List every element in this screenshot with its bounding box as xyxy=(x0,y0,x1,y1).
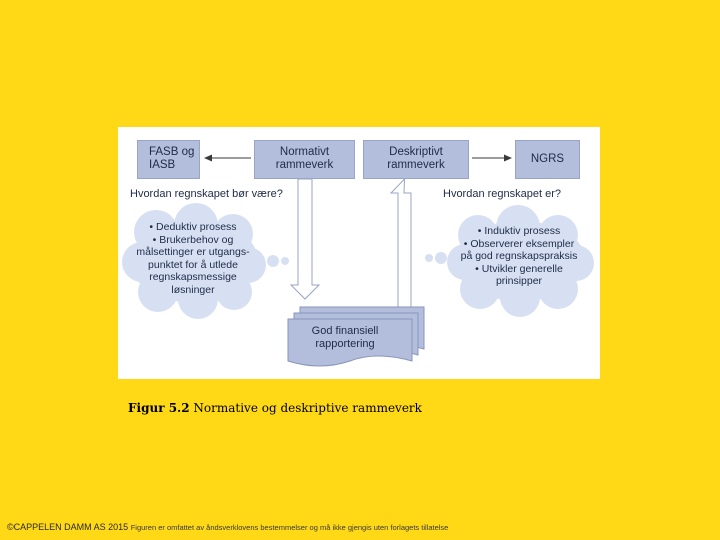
cloud-right-text: • Induktiv prosess • Observerer eksemple… xyxy=(446,225,592,288)
box-fasb-line2: IASB xyxy=(149,159,176,171)
box-deskriptivt-rammeverk: Deskriptivt rammeverk xyxy=(363,140,469,179)
report-label: God finansiell rapportering xyxy=(294,325,396,351)
cloud-right-line: på god regnskapspraksis xyxy=(460,250,578,263)
copyright-footer: ©CAPPELEN DAMM AS 2015 Figuren er omfatt… xyxy=(7,522,448,532)
cloud-right-line: • Observerer eksempler xyxy=(463,237,575,250)
cloud-left-line: • Brukerbehov og xyxy=(152,233,234,246)
cloud-right-line: • Induktiv prosess xyxy=(477,225,561,237)
footer-notice: Figuren er omfattet av åndsverklovens be… xyxy=(130,523,449,532)
question-descriptive: Hvordan regnskapet er? xyxy=(443,188,562,200)
figure-caption: Figur 5.2 Normative og deskriptive ramme… xyxy=(128,401,422,415)
arrow-deskriptivt-to-ngrs xyxy=(472,154,512,162)
cloud-left-line: punktet for å utlede xyxy=(148,258,238,271)
caption-text: Normative og deskriptive rammeverk xyxy=(193,401,422,415)
arrow-up-from-report xyxy=(389,177,412,308)
cloud-left xyxy=(122,203,289,319)
cloud-left-line: målsettinger er utgangs- xyxy=(136,246,250,259)
box-normativt-rammeverk: Normativt rammeverk xyxy=(254,140,355,179)
cloud-right-line: prinsipper xyxy=(495,275,543,288)
question-normative: Hvordan regnskapet bør være? xyxy=(130,188,283,200)
box-deskriptivt-line2: rammeverk xyxy=(387,159,445,171)
arrow-normativt-to-fasb xyxy=(204,154,251,162)
cloud-left-line: • Deduktiv prosess xyxy=(149,221,237,233)
box-deskriptivt-line1: Deskriptivt xyxy=(389,146,443,158)
report-line1: God finansiell xyxy=(311,325,379,337)
box-fasb-line1: FASB og xyxy=(149,146,195,158)
cloud-left-line: regnskapsmessige xyxy=(149,271,237,284)
footer-copyright: ©CAPPELEN DAMM AS 2015 xyxy=(7,522,129,532)
report-line2: rapportering xyxy=(315,338,375,350)
cloud-left-line: løsninger xyxy=(171,283,215,296)
cloud-right-line: • Utvikler generelle xyxy=(475,262,563,275)
box-normativt-line1: Normativt xyxy=(279,146,330,158)
box-normativt-line2: rammeverk xyxy=(275,159,334,171)
caption-label: Figur 5.2 xyxy=(128,401,190,415)
arrow-down-to-report xyxy=(289,178,321,300)
diagram-graphics xyxy=(122,154,594,367)
box-fasb-iasb: FASB og IASB xyxy=(137,140,200,179)
cloud-left-text: • Deduktiv prosess • Brukerbehov og måls… xyxy=(128,221,258,297)
report-document-stack xyxy=(287,306,425,367)
box-ngrs-label: NGRS xyxy=(530,153,565,165)
cloud-right xyxy=(425,205,594,317)
diagram-panel: FASB og IASB Normativt rammeverk Deskrip… xyxy=(118,127,600,379)
box-ngrs: NGRS xyxy=(515,140,580,179)
